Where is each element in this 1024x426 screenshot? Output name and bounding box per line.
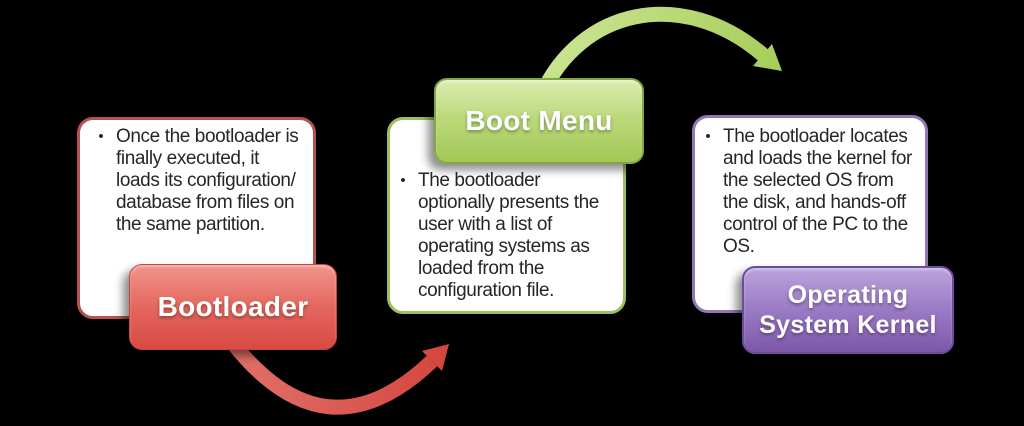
boot-menu-description: The bootloader optionally presents the u… [418, 170, 599, 301]
bootloader-badge: Bootloader [129, 264, 337, 350]
arrow-boot-menu-to-os-kernel [534, 6, 782, 100]
os-kernel-description: The bootloader locates and loads the ker… [723, 126, 912, 257]
os-kernel-badge: Operating System Kernel [742, 266, 954, 354]
bullet-icon: • [400, 172, 406, 189]
arrow-bootloader-to-boot-menu [226, 337, 449, 415]
bootloader-description: Once the bootloader is finally executed,… [116, 126, 299, 235]
os-kernel-badge-label: Operating System Kernel [759, 281, 937, 339]
boot-menu-badge: Boot Menu [434, 78, 644, 164]
boot-menu-badge-label: Boot Menu [465, 105, 613, 136]
bullet-icon: • [705, 128, 711, 145]
bootloader-badge-label: Bootloader [157, 291, 309, 322]
bullet-icon: • [98, 128, 104, 145]
